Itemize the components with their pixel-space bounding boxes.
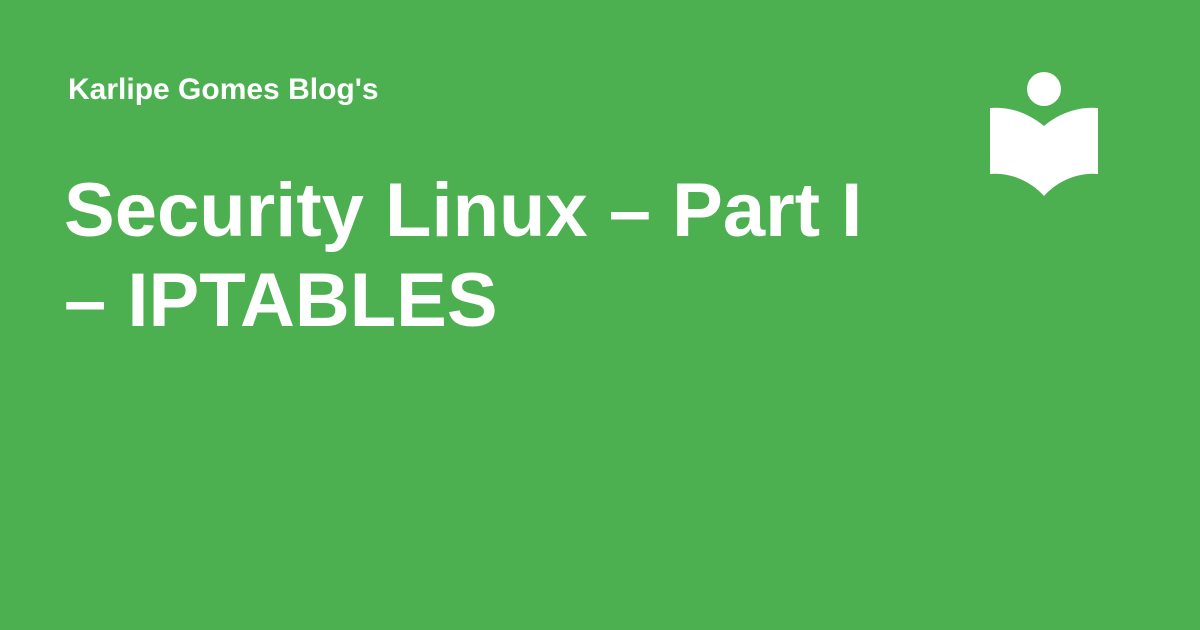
reader-book-icon bbox=[990, 72, 1098, 196]
post-title: Security Linux – Part I – IPTABLES bbox=[64, 168, 863, 343]
site-name: Karlipe Gomes Blog's bbox=[68, 73, 379, 106]
